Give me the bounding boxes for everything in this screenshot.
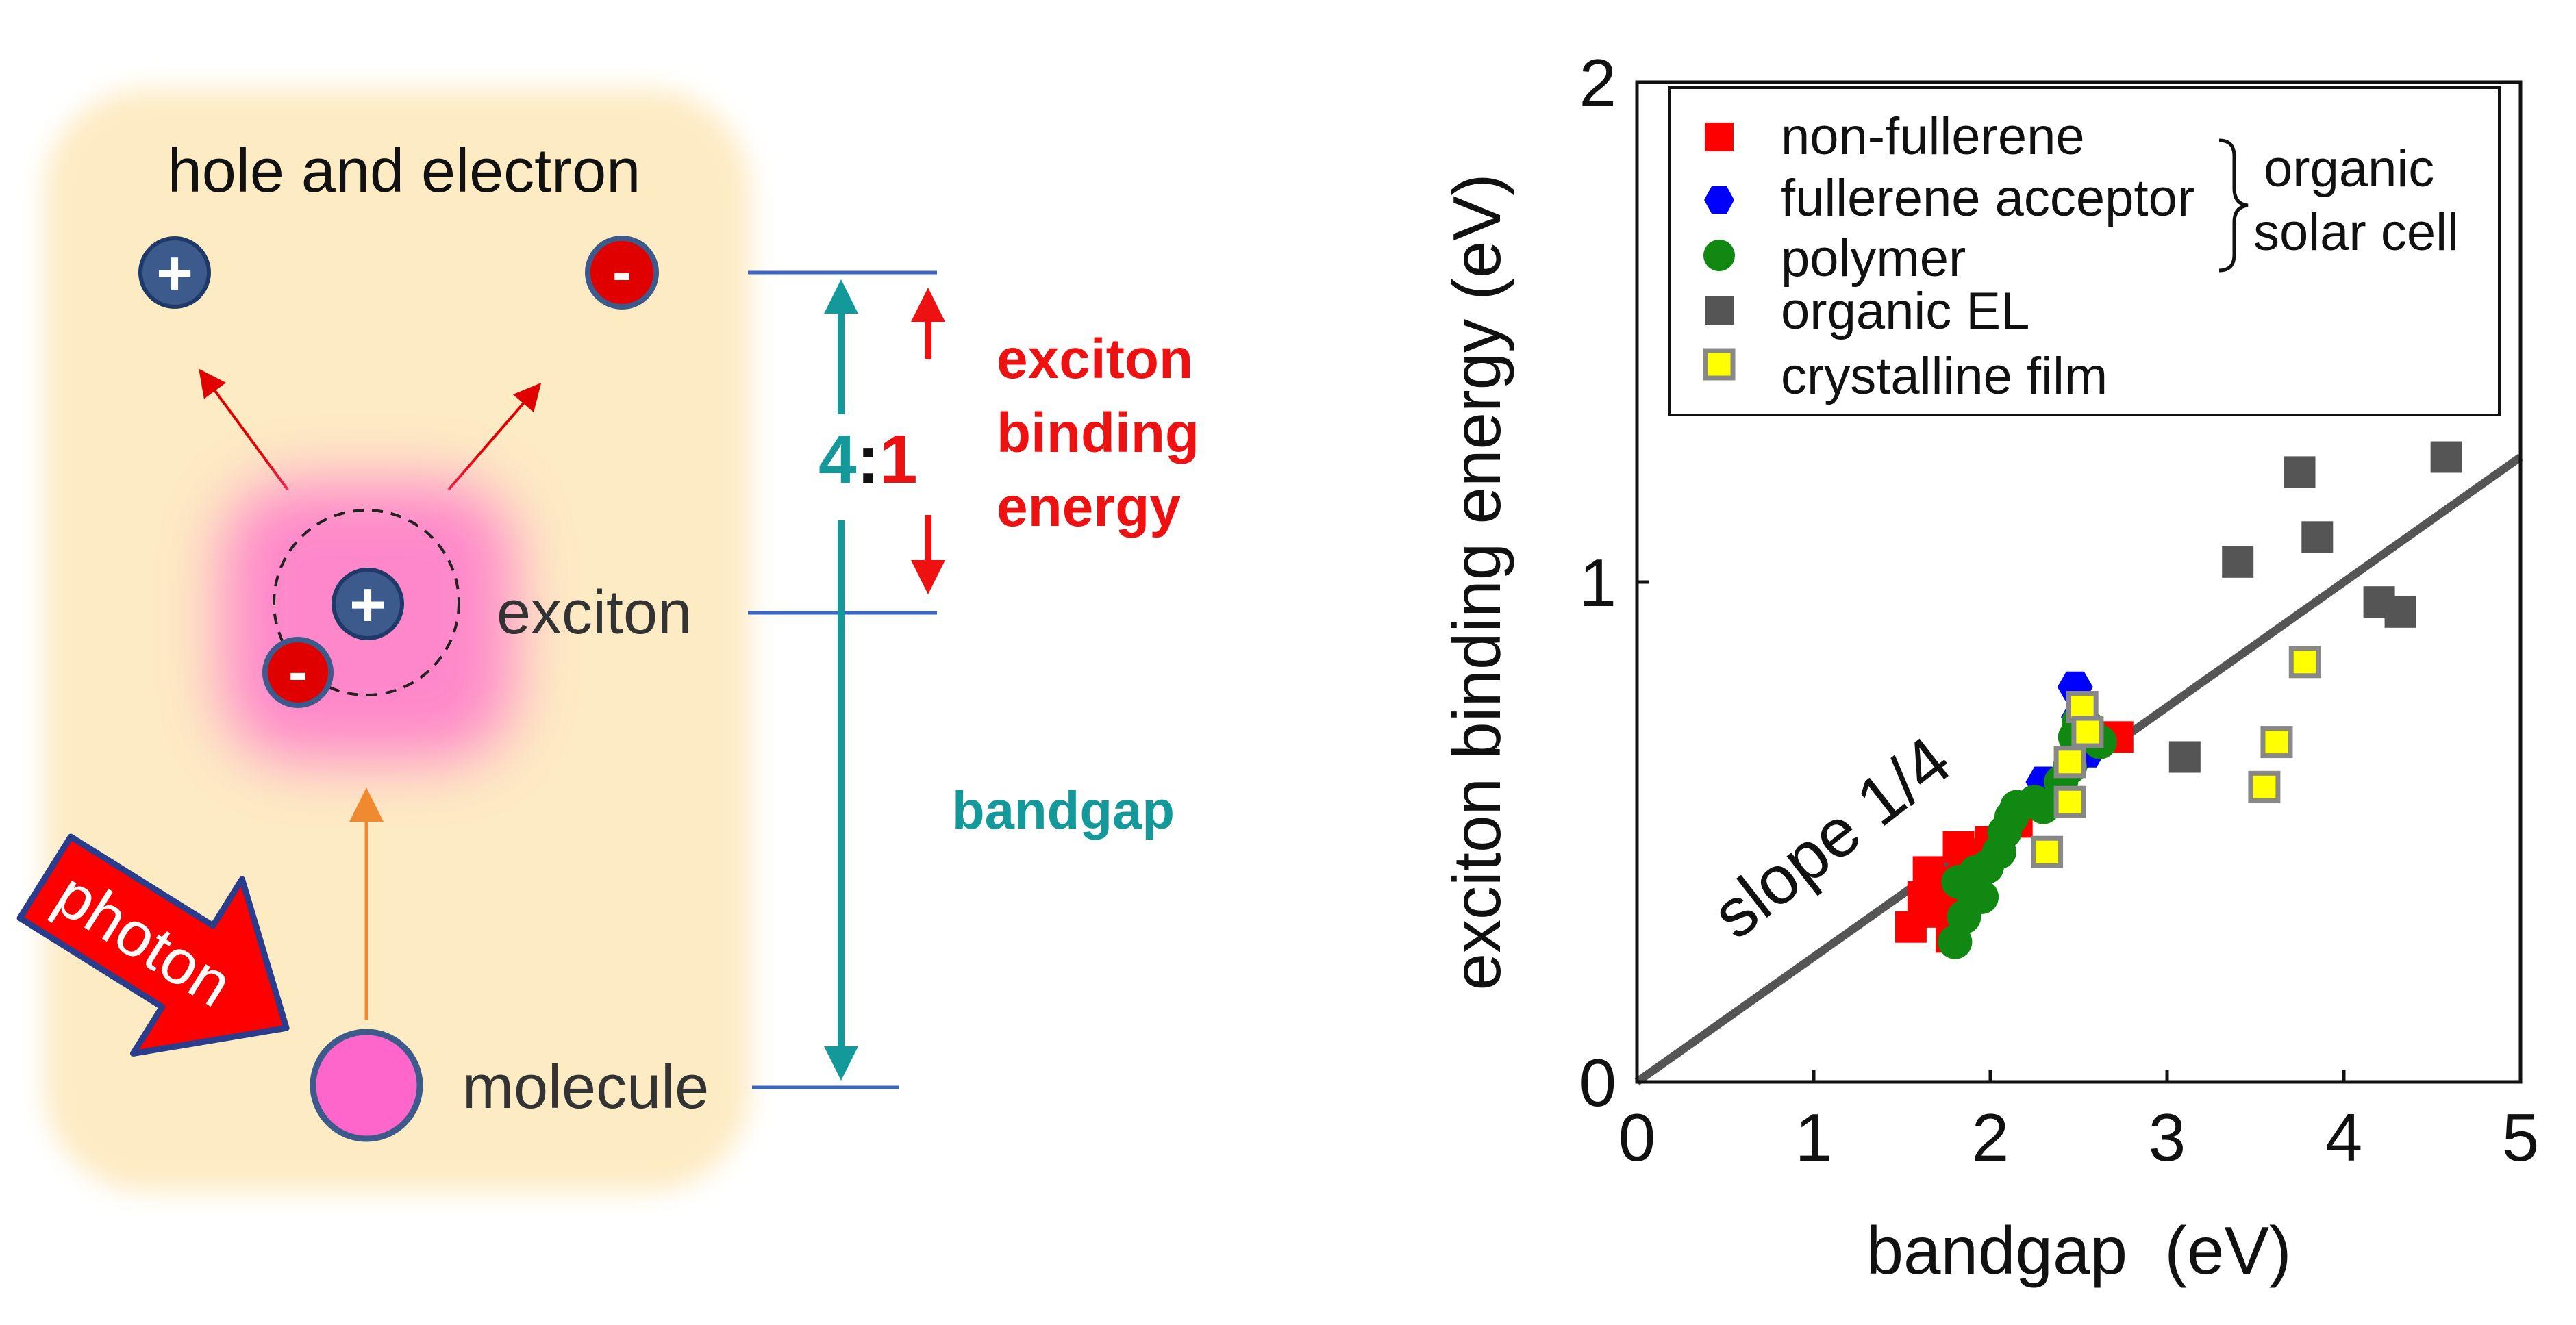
binding-line-1: exciton <box>997 328 1193 390</box>
data-point-crystalline-film <box>2053 746 2086 779</box>
legend-label-polymer: polymer <box>1781 229 1966 288</box>
molecule-label: molecule <box>462 1053 709 1122</box>
hole-escape-arrow <box>199 368 289 491</box>
data-point-crystalline-film <box>2248 770 2281 803</box>
x-tick-label: 4 <box>2325 1100 2363 1175</box>
y-tick-label: 2 <box>1579 45 1616 121</box>
x-tick-label: 5 <box>2502 1100 2540 1175</box>
data-point-crystalline-film <box>2031 835 2064 868</box>
data-point-organic-el <box>2384 596 2416 628</box>
data-point-organic-el <box>2301 521 2334 553</box>
legend-label-organic-el: organic EL <box>1781 282 2029 340</box>
x-axis-label: bandgap (eV) <box>1866 1213 2291 1288</box>
data-point-crystalline-film <box>2260 726 2293 759</box>
data-point-organic-el <box>2222 546 2254 578</box>
molecule-icon <box>310 1029 423 1142</box>
legend-box <box>1668 86 2501 416</box>
y-tick-label: 1 <box>1579 545 1616 620</box>
data-point-polymer <box>2026 790 2061 824</box>
data-point-crystalline-film <box>2288 646 2321 679</box>
x-tick-label: 3 <box>2149 1100 2186 1175</box>
hole-plus-sign: + <box>156 238 193 308</box>
legend-marker-fullerene-acceptor <box>1704 186 1734 214</box>
exciton-label: exciton <box>497 579 692 647</box>
data-point-crystalline-film <box>2053 785 2086 818</box>
exciton-binding-energy-label: exciton binding energy <box>997 328 1215 538</box>
x-tick-label: 0 <box>1618 1100 1656 1175</box>
hole-and-electron-label: hole and electron <box>168 137 641 205</box>
legend-label-non-fullerene: non-fullerene <box>1781 108 2085 166</box>
legend-label-crystalline-film: crystalline film <box>1781 347 2108 405</box>
ratio-colon: : <box>857 421 879 498</box>
bound-electron-minus-sign: - <box>288 640 308 704</box>
data-point-organic-el <box>2168 741 2201 773</box>
chart-points-layer <box>1895 441 2462 959</box>
x-tick-label: 2 <box>1972 1100 2010 1175</box>
legend-brace <box>2218 138 2249 273</box>
electron-minus-sign: - <box>612 240 632 304</box>
data-point-organic-el <box>2284 456 2316 488</box>
legend-marker-crystalline-film <box>1703 348 1736 381</box>
bound-hole-plus-sign: + <box>349 570 386 640</box>
ratio-left: 4 <box>818 421 857 498</box>
brace-label-line-2: solar cell <box>2253 203 2459 262</box>
legend-marker-non-fullerene <box>1705 123 1734 151</box>
electron-escape-arrow <box>447 382 542 491</box>
scatter-chart: 0 1 2 3 4 5 0 1 2 bandgap (eV) exciton binding … <box>1439 45 2539 1288</box>
ratio-right: 1 <box>879 421 918 498</box>
data-point-crystalline-film <box>2071 716 2104 748</box>
bandgap-label: bandgap <box>952 780 1175 840</box>
x-tick-label: 1 <box>1795 1100 1833 1175</box>
exciton-orbit <box>273 509 460 696</box>
legend-marker-organic-el <box>1705 296 1734 325</box>
ratio-label: 4:1 <box>818 421 918 498</box>
legend-marker-polymer <box>1703 240 1735 271</box>
free-electron-icon: - <box>585 236 659 310</box>
data-point-polymer <box>1964 879 1999 914</box>
x-ticks: 0 1 2 3 4 5 <box>1618 1070 2540 1175</box>
data-point-organic-el <box>2430 441 2462 473</box>
y-axis-label: exciton binding energy (eV) <box>1439 173 1514 990</box>
binding-line-2: binding <box>997 402 1199 464</box>
bound-hole-icon: + <box>332 568 404 640</box>
legend-label-fullerene-acceptor: fullerene acceptor <box>1781 169 2194 227</box>
y-ticks: 0 1 2 <box>1579 45 1649 1120</box>
data-point-non-fullerene <box>1895 911 1927 943</box>
free-hole-icon: + <box>138 236 211 309</box>
brace-label-line-1: organic <box>2264 140 2434 198</box>
bound-electron-icon: - <box>262 637 334 708</box>
y-tick-label: 0 <box>1579 1045 1616 1120</box>
legend: non-fullerene fullerene acceptor polymer… <box>1668 86 2501 416</box>
binding-line-3: energy <box>997 476 1181 538</box>
exciton-diagram: hole and electron + - + - exciton <box>16 89 1215 1191</box>
